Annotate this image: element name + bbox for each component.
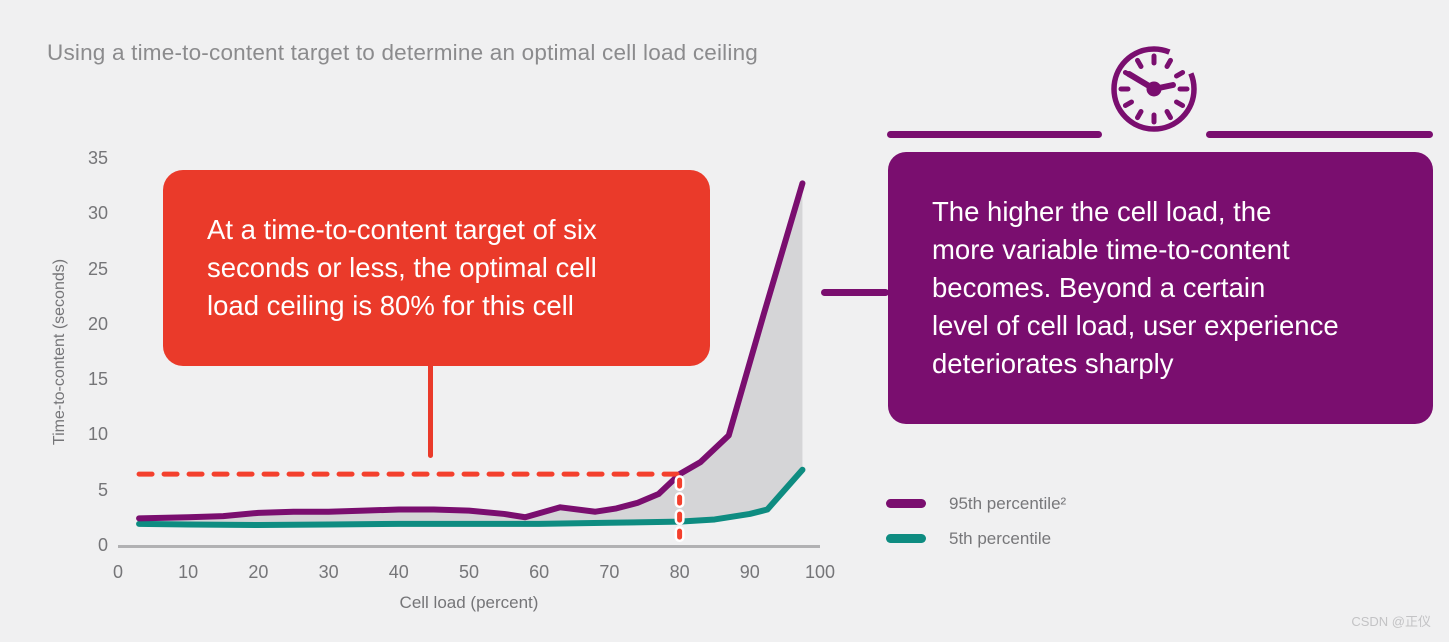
y-tick-label-15: 15 — [87, 369, 108, 390]
x-tick-label-90: 90 — [739, 562, 760, 582]
clock-tick — [1164, 109, 1173, 121]
clock-icon — [1111, 46, 1197, 132]
y-tick-label-20: 20 — [87, 313, 108, 334]
legend-item-5th-percentile: 5th percentile — [886, 527, 1066, 550]
watermark: CSDN @正仪 — [1351, 614, 1431, 629]
y-tick-label-0: 0 — [97, 535, 108, 555]
clock-ring — [1111, 46, 1197, 132]
purple-callout-text: The higher the cell load, the more varia… — [932, 196, 1339, 379]
legend-label-5th: 5th percentile — [949, 528, 1052, 548]
clock-tick — [1122, 99, 1134, 108]
x-tick-label-10: 10 — [178, 562, 199, 582]
clock-tick — [1174, 70, 1186, 79]
red-callout-box: At a time-to-content target of six secon… — [163, 170, 710, 366]
y-tick-label-5: 5 — [97, 479, 108, 500]
y-tick-label-25: 25 — [87, 258, 108, 279]
x-tick-label-50: 50 — [458, 562, 480, 582]
x-tick-label-100: 100 — [804, 562, 836, 582]
x-tick-label-70: 70 — [599, 562, 620, 582]
x-axis-title: Cell load (percent) — [399, 593, 539, 612]
legend-label-95th: 95th percentile² — [949, 493, 1067, 513]
clock-tick — [1135, 57, 1144, 69]
decorative-rule-right — [1206, 131, 1433, 138]
legend-swatch-5th — [886, 534, 926, 543]
clock-ticks — [1118, 53, 1190, 125]
legend-item-95th-percentile: 95th percentile² — [886, 492, 1066, 515]
clock-tick — [1174, 99, 1186, 108]
legend-swatch-95th — [886, 499, 926, 508]
x-tick-label-30: 30 — [318, 562, 339, 582]
x-tick-label-80: 80 — [669, 562, 690, 582]
fill-between-area — [139, 183, 803, 525]
x-tick-label-0: 0 — [112, 562, 123, 582]
purple-callout-connector — [821, 289, 889, 296]
y-tick-label-10: 10 — [87, 424, 108, 445]
red-callout-connector — [428, 360, 433, 458]
clock-tick — [1135, 109, 1144, 121]
purple-callout-box: The higher the cell load, the more varia… — [888, 152, 1433, 424]
series-line-5th-percentile — [136, 466, 806, 528]
clock-tick — [1164, 57, 1173, 69]
x-tick-label-20: 20 — [248, 562, 269, 582]
series-line-95th-percentile — [136, 180, 806, 522]
y-tick-label-35: 35 — [87, 148, 108, 168]
clock-center-dot — [1146, 81, 1162, 97]
chart-legend: 95th percentile² 5th percentile — [886, 492, 1066, 562]
page-title: Using a time-to-content target to determ… — [47, 40, 759, 65]
red-callout-text: At a time-to-content target of six secon… — [207, 214, 597, 321]
x-tick-label-40: 40 — [388, 562, 409, 582]
decorative-rule-left — [887, 131, 1102, 138]
x-tick-label-60: 60 — [529, 562, 550, 582]
y-tick-label-30: 30 — [87, 203, 108, 224]
y-axis-title: Time-to-content (seconds) — [51, 258, 68, 446]
